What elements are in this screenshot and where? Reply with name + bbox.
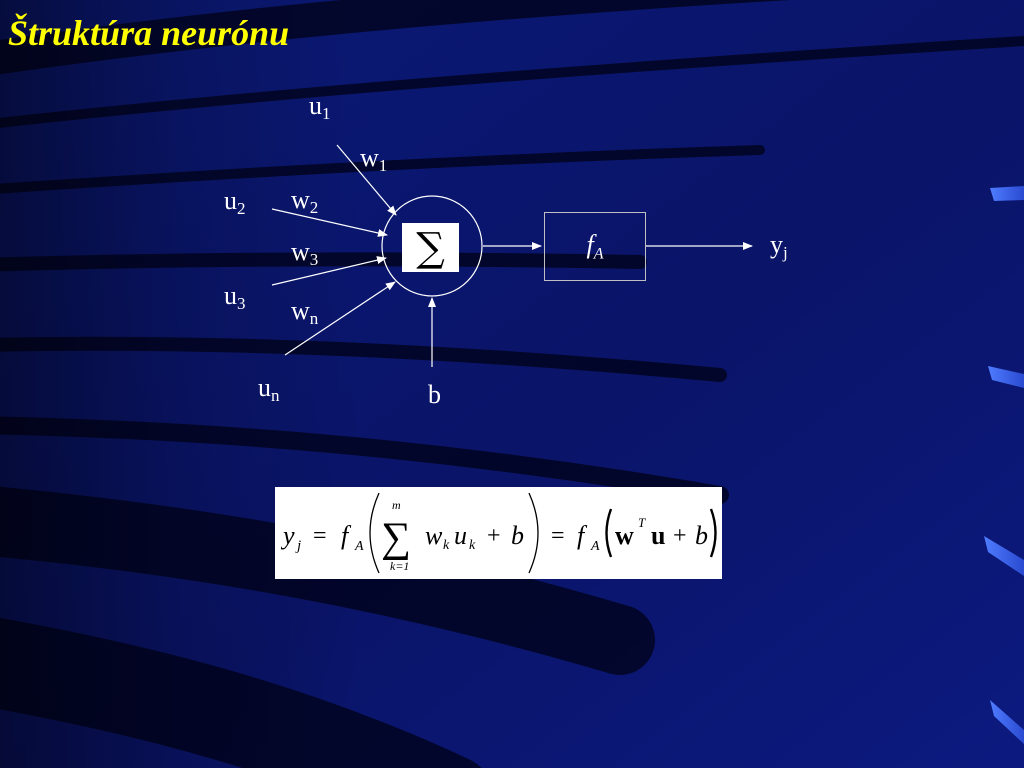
activation-function-box: fA <box>544 212 646 281</box>
sum-symbol: ∑ <box>416 224 445 271</box>
formula-b-1: b <box>511 521 524 550</box>
activation-label: fA <box>586 229 604 263</box>
input-label-un: un <box>258 373 280 406</box>
formula-y: y <box>280 521 295 550</box>
formula-vec-w: w <box>615 521 634 550</box>
formula-sum-upper: m <box>392 498 401 512</box>
formula-f-sub-2: A <box>590 539 600 554</box>
input-label-u2: u2 <box>224 186 246 219</box>
formula-f: f <box>341 521 352 550</box>
formula-u-sub: k <box>469 538 476 553</box>
formula-vec-u: u <box>651 521 665 550</box>
formula-w: w <box>425 521 443 550</box>
input-label-u3: u3 <box>224 281 246 314</box>
weight-label-w2: w2 <box>291 185 319 218</box>
slide-title: Štruktúra neurónu <box>8 13 290 53</box>
weight-label-w1: w1 <box>360 143 388 176</box>
formula-sum-lower: k=1 <box>390 559 409 573</box>
formula-sum-symbol: ∑ <box>381 515 411 561</box>
formula-b-2: b <box>695 521 708 550</box>
formula-paren-right <box>528 492 539 574</box>
weight-label-wn: wn <box>291 296 319 329</box>
sum-symbol-box: ∑ <box>402 223 459 272</box>
input-edge-1 <box>336 144 397 216</box>
formula-svg: y j = f A m ∑ k=1 w k u k + b = f A w T … <box>280 492 717 574</box>
formula-paren-right-2 <box>709 508 717 558</box>
formula-w-sub: k <box>443 538 450 553</box>
formula-eq-2: = <box>551 523 565 549</box>
input-edge-2 <box>271 208 388 237</box>
formula-paren-left <box>369 492 380 574</box>
formula-plus-2: + <box>673 523 687 549</box>
neuron-formula: y j = f A m ∑ k=1 w k u k + b = f A w T … <box>275 487 722 579</box>
formula-y-sub: j <box>295 538 301 554</box>
bias-label: b <box>428 380 441 409</box>
formula-plus-1: + <box>487 523 501 549</box>
input-edge-3 <box>271 256 387 286</box>
summation-node <box>381 195 483 297</box>
formula-f-2: f <box>577 521 588 550</box>
formula-f-sub: A <box>354 539 364 554</box>
formula-transpose: T <box>638 515 646 530</box>
input-label-u1: u1 <box>309 91 331 124</box>
formula-eq-1: = <box>313 523 327 549</box>
weight-label-w3: w3 <box>291 237 319 270</box>
input-edge-n <box>284 281 396 356</box>
formula-u: u <box>454 521 467 550</box>
output-label-yj: yj <box>770 230 788 263</box>
formula-paren-left-2 <box>605 508 613 558</box>
